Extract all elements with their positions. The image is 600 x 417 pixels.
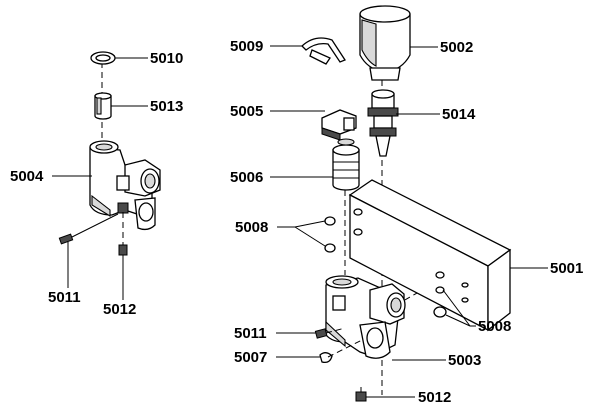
valve-body-5003 [325, 275, 406, 359]
clip-5009 [301, 37, 346, 65]
valve-body-5004 [89, 140, 161, 231]
label-5014: 5014 [442, 106, 476, 123]
fitting-5014 [367, 89, 399, 157]
left-assembly [58, 51, 161, 262]
clip-5007 [319, 339, 363, 364]
label-5005: 5005 [230, 103, 263, 120]
label-5011-left: 5011 [48, 289, 81, 306]
label-5012-left: 5012 [103, 301, 136, 318]
o-ring-5008-right [433, 306, 447, 318]
cartridge-5006 [332, 138, 360, 191]
label-5009: 5009 [230, 38, 263, 55]
label-5008-left: 5008 [235, 219, 268, 236]
screw-5012-left [118, 212, 128, 262]
label-5011-right: 5011 [234, 325, 267, 342]
label-5001: 5001 [550, 260, 583, 277]
label-5008-right: 5008 [478, 318, 511, 335]
washer-5010 [90, 51, 116, 65]
sleeve-5013 [94, 92, 112, 120]
label-5013: 5013 [150, 98, 183, 115]
right-assembly [301, 5, 512, 402]
screw-5012-right [355, 387, 367, 402]
label-5006: 5006 [230, 169, 263, 186]
label-5010: 5010 [150, 50, 183, 67]
leader-lines [52, 45, 548, 398]
part-labels: 5010 5013 5004 5011 5012 5009 5002 5005 … [10, 38, 583, 406]
pump-cap-5002 [359, 5, 411, 81]
label-5003: 5003 [448, 352, 481, 369]
heat-exchanger-5001 [348, 179, 512, 332]
label-5007: 5007 [234, 349, 267, 366]
label-5002: 5002 [440, 39, 473, 56]
label-5004: 5004 [10, 168, 44, 185]
bracket-5005 [321, 109, 357, 141]
o-rings-5008-left [324, 216, 336, 253]
screw-5011-left [58, 213, 119, 245]
label-5012-right: 5012 [418, 389, 451, 406]
screw-5011-right [314, 327, 346, 339]
